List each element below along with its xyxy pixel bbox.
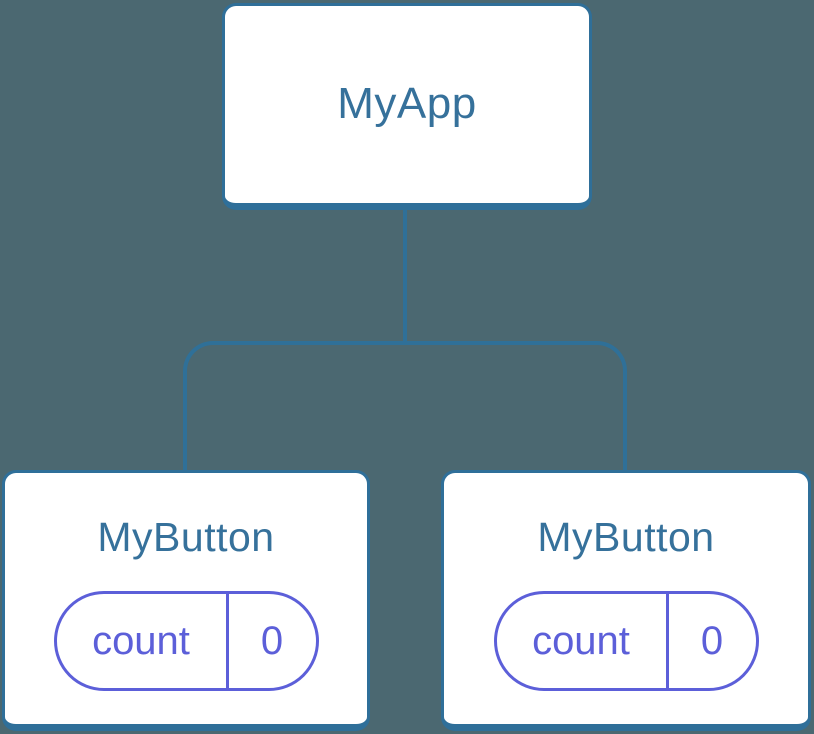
state-pill: count 0: [53, 591, 319, 691]
component-node-child-left: MyButton count 0: [2, 470, 370, 731]
component-node-root: MyApp: [222, 3, 592, 210]
state-value-cell: 0: [229, 594, 316, 688]
connector-branch: [183, 341, 627, 472]
connector-stem: [403, 208, 407, 345]
state-pill: count 0: [493, 591, 759, 691]
component-node-label: MyButton: [97, 514, 275, 560]
component-node-child-right: MyButton count 0: [441, 470, 811, 731]
state-value: 0: [700, 618, 724, 663]
state-key: count: [532, 618, 630, 663]
component-node-label: MyButton: [537, 514, 715, 560]
state-value-cell: 0: [669, 594, 756, 688]
state-value: 0: [260, 618, 284, 663]
state-key: count: [92, 618, 190, 663]
state-key-cell: count: [497, 594, 669, 688]
component-node-label: MyApp: [337, 79, 477, 129]
state-key-cell: count: [57, 594, 229, 688]
